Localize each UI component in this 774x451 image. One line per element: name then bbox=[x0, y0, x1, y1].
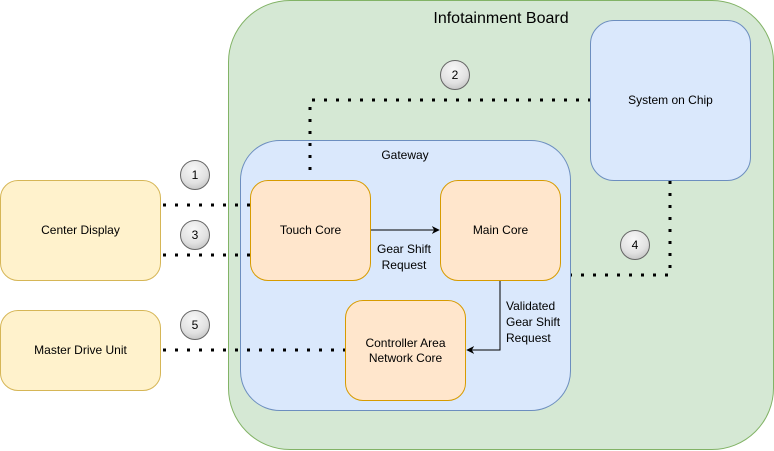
gear-shift-request-label-line2: Request bbox=[381, 258, 427, 272]
main-core-node[interactable]: Main Core bbox=[440, 180, 561, 281]
touch-core-node[interactable]: Touch Core bbox=[250, 180, 371, 281]
master-drive-unit-label: Master Drive Unit bbox=[34, 343, 127, 357]
step-badge-1: 1 bbox=[180, 160, 210, 190]
infotainment-board-title: Infotainment Board bbox=[433, 10, 569, 27]
gear-shift-request-label-line1: Gear Shift bbox=[376, 242, 432, 256]
center-display-label: Center Display bbox=[41, 223, 120, 237]
system-on-chip-node[interactable]: System on Chip bbox=[590, 20, 751, 181]
gateway-title: Gateway bbox=[381, 148, 429, 162]
gear-shift-request-label: Gear Shift Request bbox=[373, 241, 435, 273]
step-badge-2: 2 bbox=[440, 60, 470, 90]
validated-label-line1: Validated bbox=[506, 299, 556, 313]
touch-core-label: Touch Core bbox=[279, 223, 342, 237]
can-core-node[interactable]: Controller Area Network Core bbox=[345, 300, 466, 401]
validated-gear-shift-request-label: Validated Gear Shift Request bbox=[506, 298, 560, 346]
master-drive-unit-node[interactable]: Master Drive Unit bbox=[0, 310, 161, 391]
validated-label-line2: Gear Shift bbox=[506, 315, 561, 329]
step-badge-4: 4 bbox=[620, 230, 650, 260]
system-on-chip-label: System on Chip bbox=[628, 93, 713, 107]
step-badge-3: 3 bbox=[180, 220, 210, 250]
step-badge-5: 5 bbox=[180, 310, 210, 340]
validated-label-line3: Request bbox=[506, 331, 551, 345]
main-core-label: Main Core bbox=[472, 223, 529, 237]
can-core-label: Controller Area Network Core bbox=[365, 335, 446, 365]
center-display-node[interactable]: Center Display bbox=[0, 180, 161, 281]
